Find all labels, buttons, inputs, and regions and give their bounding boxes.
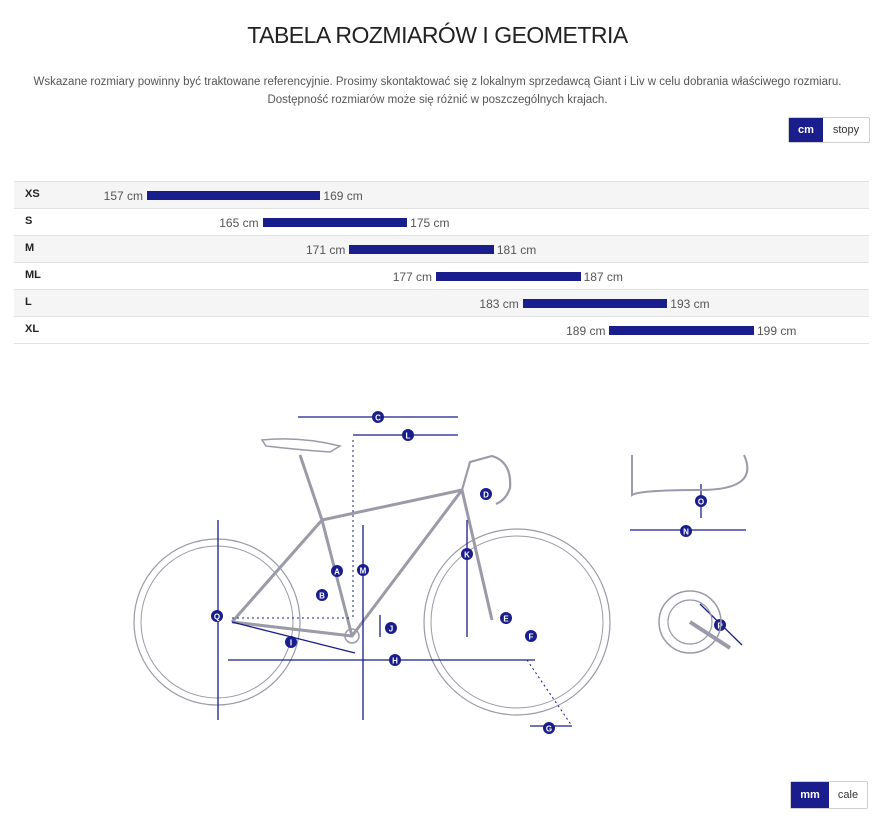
dimension-label-f-marker (525, 630, 537, 642)
dimension-label-k-marker (461, 548, 473, 560)
dimension-label-j-marker (385, 622, 397, 634)
dimension-label-q-marker (211, 610, 223, 622)
dimension-label-h-marker (389, 654, 401, 666)
dim-guides (232, 440, 573, 727)
rear-wheel-inner (140, 545, 294, 699)
geometry-unit-toggle: mm cale (790, 781, 868, 809)
dimension-label-m-marker (357, 564, 369, 576)
size-label: L (25, 296, 32, 308)
handlebar-front-view (631, 454, 749, 497)
size-min-height: 165 cm (219, 216, 259, 230)
size-row-xl: XL 189 cm 199 cm (14, 317, 869, 344)
saddle (260, 438, 342, 453)
size-row-xs: XS 157 cm 169 cm (14, 182, 869, 209)
dimension-label-e-marker (500, 612, 512, 624)
bike-frame (230, 454, 494, 638)
front-wheel-inner (430, 535, 604, 709)
dimension-label-o-marker (695, 495, 707, 507)
dimension-label-j: J (389, 625, 393, 634)
size-min-height: 177 cm (392, 270, 433, 284)
rear-wheel-outer (133, 538, 301, 706)
dimension-label-m: M (360, 567, 367, 576)
dimension-label-d-marker (480, 488, 492, 500)
unit-feet-button[interactable]: stopy (832, 124, 860, 136)
height-unit-toggle: cm stopy (788, 117, 870, 143)
size-row-s: S 165 cm 175 cm (14, 209, 869, 236)
dimension-label-p-marker (714, 619, 726, 631)
dimension-label-d: D (483, 491, 489, 500)
unit-cm-button[interactable]: cm (789, 118, 823, 142)
size-row-l: L 183 cm 193 cm (14, 290, 869, 317)
dimension-label-a: A (334, 568, 340, 577)
size-row-ml: ML 177 cm 187 cm (14, 263, 869, 290)
size-min-height: 189 cm (566, 324, 606, 338)
front-wheel-outer (423, 528, 611, 716)
size-min-height: 183 cm (479, 297, 519, 311)
dimension-label-c: C (375, 414, 381, 423)
dimension-label-g-marker (543, 722, 555, 734)
size-row-m: M 171 cm 181 cm (14, 236, 869, 263)
size-min-height: 171 cm (305, 243, 346, 257)
dimension-label-e: E (503, 615, 509, 624)
crank-arm (688, 620, 732, 650)
size-label: XS (25, 188, 40, 200)
size-range-bar (609, 326, 754, 335)
dimension-label-i-marker (285, 636, 297, 648)
intro-text: Wskazane rozmiary powinny być traktowane… (0, 73, 875, 109)
dimension-label-g: G (546, 725, 552, 734)
dimension-label-b-marker (316, 589, 328, 601)
size-range-bar (147, 191, 321, 200)
intro-line-2: Dostępność rozmiarów może się różnić w p… (267, 94, 608, 106)
dimension-label-n: N (683, 528, 689, 537)
dimension-label-l: L (406, 432, 411, 441)
size-chart: XS 157 cm 169 cm S 165 cm 175 cm M 171 cm 181 cm… (14, 181, 869, 344)
size-range-bar (522, 299, 668, 308)
size-range-bar (262, 218, 408, 227)
dimension-label-a-marker (331, 565, 343, 577)
size-max-height: 169 cm (323, 189, 363, 203)
chainring-inner (667, 599, 713, 645)
dimension-label-l-marker (402, 429, 414, 441)
dimension-label-q: Q (214, 613, 220, 622)
size-label: M (25, 242, 35, 254)
size-max-height: 187 cm (583, 270, 623, 284)
unit-mm-button[interactable]: mm (791, 782, 829, 808)
size-min-height: 157 cm (103, 189, 143, 203)
handlebar (460, 454, 512, 506)
size-range-bar (436, 272, 581, 281)
size-max-height: 175 cm (410, 216, 450, 230)
chainring-outer (658, 590, 722, 654)
size-range-bar (349, 245, 494, 254)
bottom-bracket (344, 628, 360, 644)
intro-line-1: Wskazane rozmiary powinny być traktowane… (33, 76, 842, 88)
dimension-label-o: O (698, 498, 704, 507)
dimension-label-k: K (464, 551, 470, 560)
page-title: TABELA ROZMIARÓW I GEOMETRIA (247, 22, 628, 48)
size-label: ML (25, 269, 41, 281)
dimension-label-b: B (319, 592, 325, 601)
unit-inch-button[interactable]: cale (837, 789, 859, 801)
dimension-label-i: I (290, 639, 292, 648)
dimension-label-h: H (392, 657, 398, 666)
size-label: XL (25, 323, 40, 335)
size-label: S (25, 215, 33, 227)
size-max-height: 193 cm (670, 297, 710, 311)
dimension-label-f: F (529, 633, 534, 642)
size-max-height: 199 cm (757, 324, 797, 338)
dimension-label-c-marker (372, 411, 384, 423)
dimension-label-n-marker (680, 525, 692, 537)
size-max-height: 181 cm (496, 243, 537, 257)
